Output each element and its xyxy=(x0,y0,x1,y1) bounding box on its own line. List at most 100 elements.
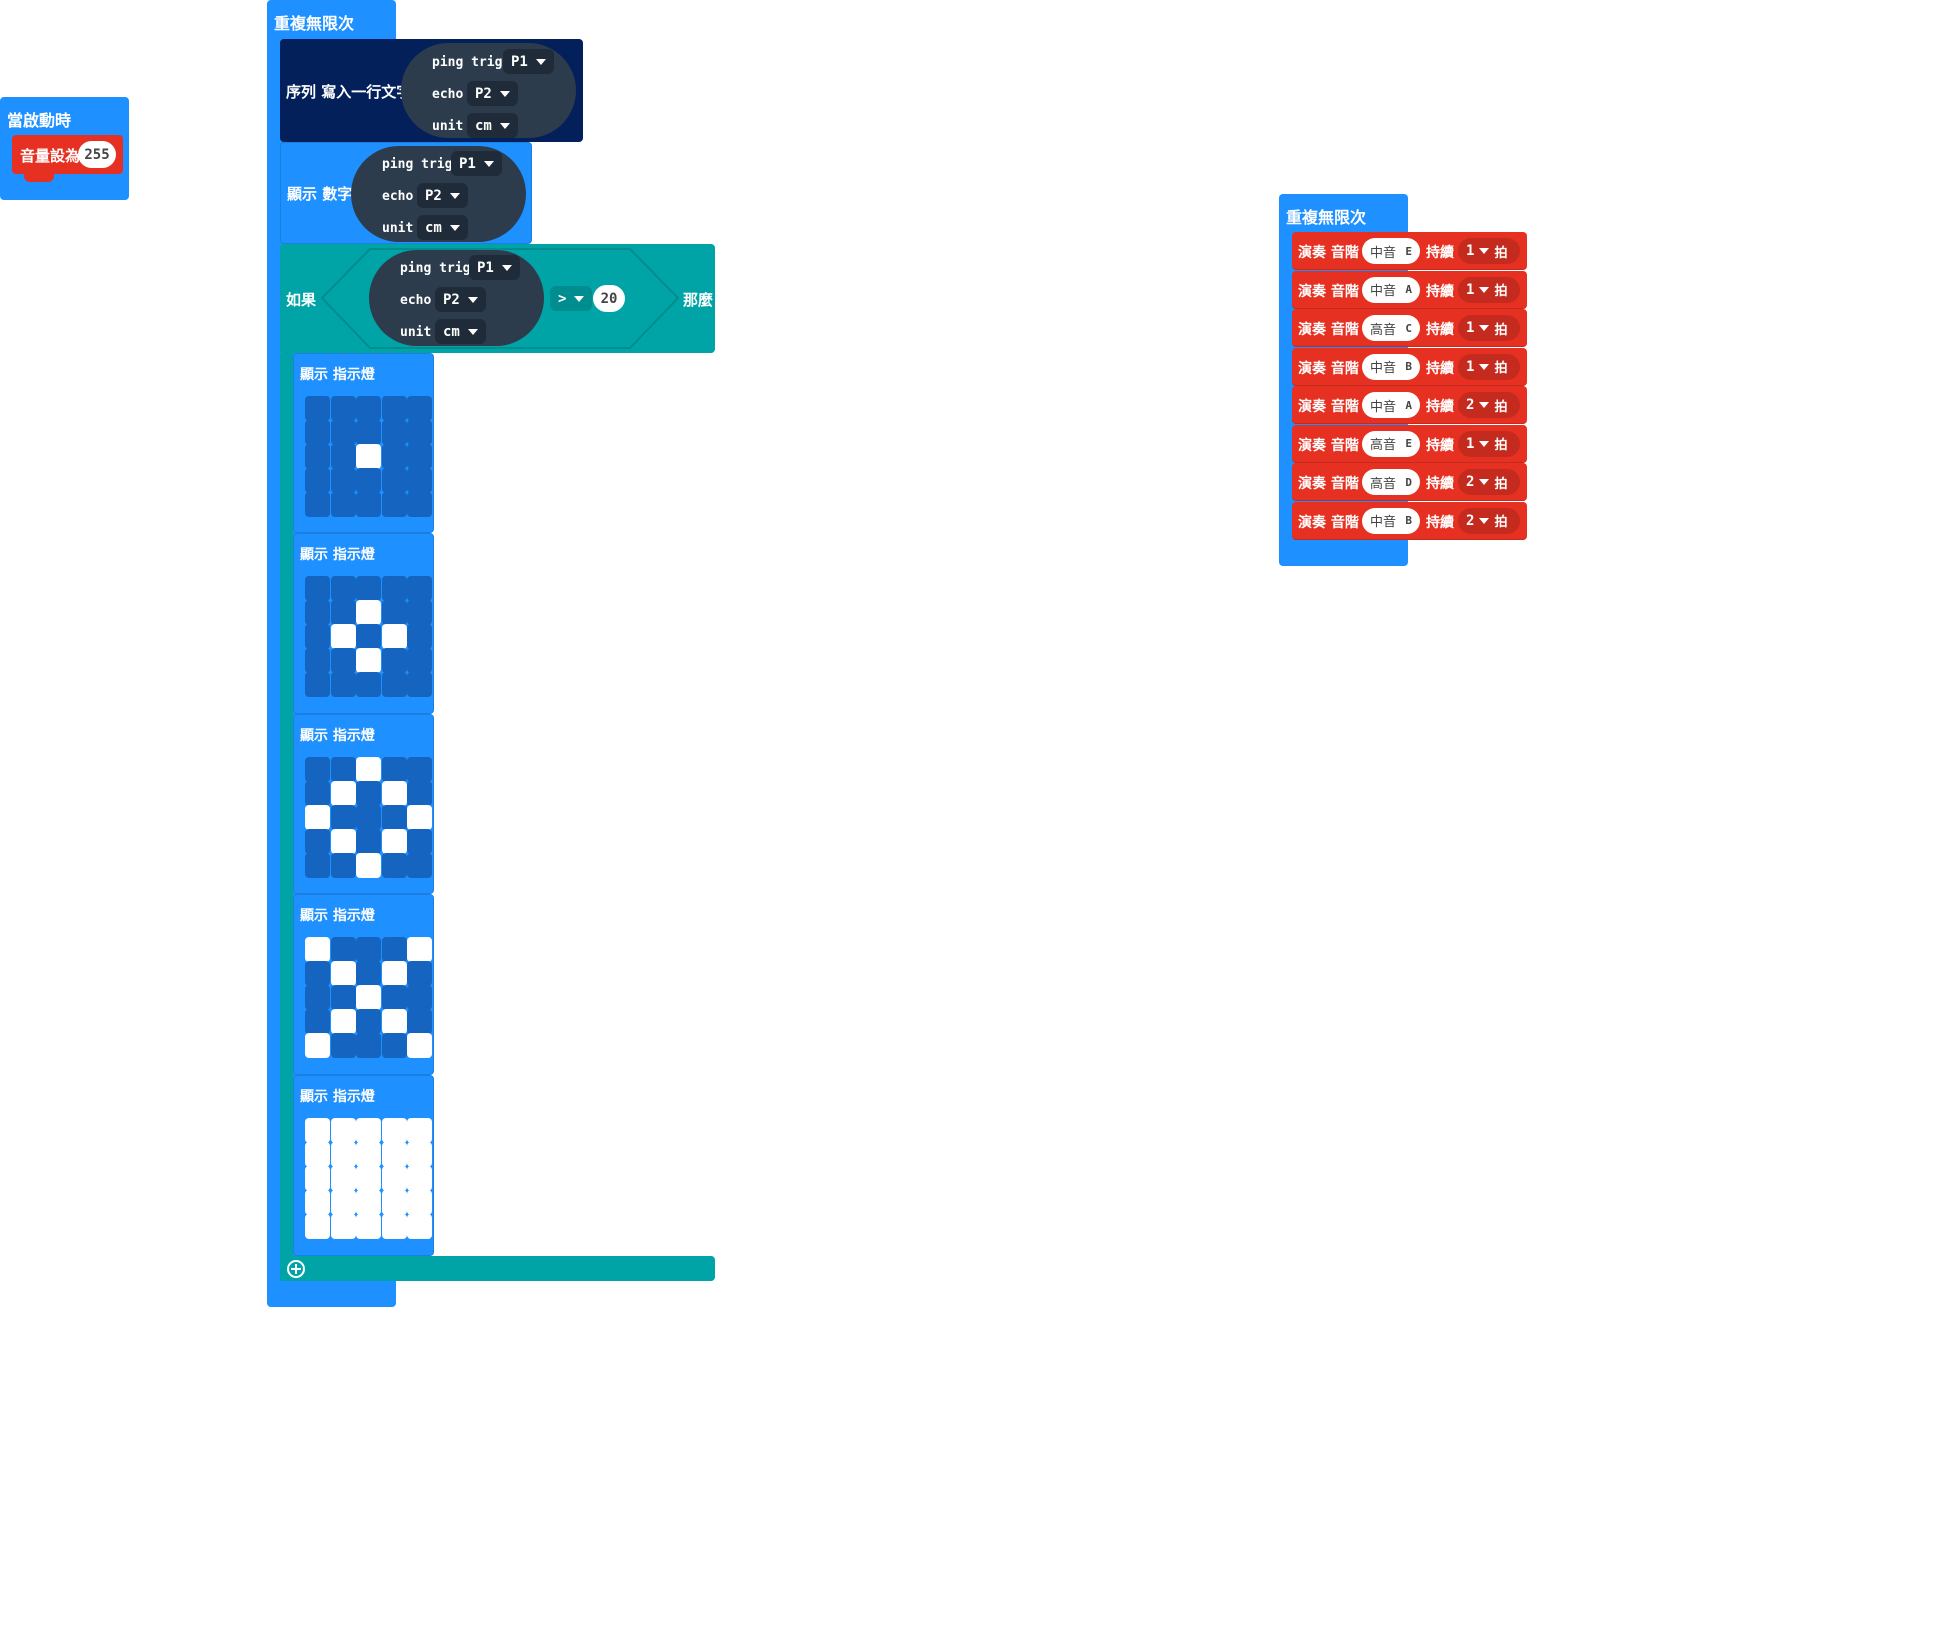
led-cell[interactable] xyxy=(407,396,433,421)
led-cell[interactable] xyxy=(407,961,433,986)
led-cell[interactable] xyxy=(330,672,356,697)
led-cell[interactable] xyxy=(305,492,330,517)
beats-dropdown[interactable]: 1 拍 xyxy=(1458,430,1520,457)
led-cell[interactable] xyxy=(381,1009,407,1034)
led-cell[interactable] xyxy=(305,1033,330,1058)
led-cell[interactable] xyxy=(330,1009,356,1034)
trig-pin-dropdown[interactable]: P1 xyxy=(469,255,520,280)
led-cell[interactable] xyxy=(305,805,330,830)
led-cell[interactable] xyxy=(330,1214,356,1239)
led-cell[interactable] xyxy=(305,985,330,1010)
led-cell[interactable] xyxy=(407,468,433,493)
play-tone-block[interactable]: 演奏 音階 中音 B 持續 2 拍 xyxy=(1292,501,1527,540)
led-cell[interactable] xyxy=(305,672,330,697)
led-cell[interactable] xyxy=(305,624,330,649)
led-cell[interactable] xyxy=(330,444,356,469)
led-cell[interactable] xyxy=(356,1166,382,1191)
led-cell[interactable] xyxy=(407,781,433,806)
beats-dropdown[interactable]: 1 拍 xyxy=(1458,353,1520,380)
note-picker[interactable]: 高音 D xyxy=(1362,469,1420,495)
led-cell[interactable] xyxy=(330,937,356,962)
echo-pin-dropdown[interactable]: P2 xyxy=(467,81,518,106)
play-tone-block[interactable]: 演奏 音階 中音 A 持續 1 拍 xyxy=(1292,270,1527,309)
led-cell[interactable] xyxy=(356,1009,382,1034)
set-volume-block[interactable]: 音量設為 255 xyxy=(12,135,123,174)
led-cell[interactable] xyxy=(356,985,382,1010)
led-cell[interactable] xyxy=(330,396,356,421)
led-cell[interactable] xyxy=(381,1142,407,1167)
led-cell[interactable] xyxy=(356,1118,382,1143)
led-cell[interactable] xyxy=(356,420,382,445)
note-picker[interactable]: 中音 B xyxy=(1362,507,1420,534)
led-cell[interactable] xyxy=(407,757,433,782)
show-leds-block[interactable]: 顯示 指示燈 xyxy=(293,533,434,714)
led-cell[interactable] xyxy=(381,444,407,469)
led-cell[interactable] xyxy=(407,1214,433,1239)
unit-dropdown[interactable]: cm xyxy=(467,113,518,138)
led-cell[interactable] xyxy=(356,937,382,962)
led-cell[interactable] xyxy=(381,1118,407,1143)
led-cell[interactable] xyxy=(381,624,407,649)
if-block[interactable]: 如果 ping trig P1 echo P2 unit cm > 20 那麼 xyxy=(280,244,715,353)
led-cell[interactable] xyxy=(381,1166,407,1191)
led-cell[interactable] xyxy=(330,420,356,445)
led-cell[interactable] xyxy=(305,468,330,493)
led-cell[interactable] xyxy=(330,961,356,986)
led-cell[interactable] xyxy=(356,1190,382,1215)
led-cell[interactable] xyxy=(330,648,356,673)
led-cell[interactable] xyxy=(305,1166,330,1191)
led-cell[interactable] xyxy=(381,1214,407,1239)
plus-circle-icon[interactable] xyxy=(286,1259,306,1279)
led-cell[interactable] xyxy=(356,1033,382,1058)
led-cell[interactable] xyxy=(381,805,407,830)
show-leds-block[interactable]: 顯示 指示燈 xyxy=(293,894,434,1075)
led-cell[interactable] xyxy=(330,829,356,854)
led-cell[interactable] xyxy=(330,1142,356,1167)
led-cell[interactable] xyxy=(381,420,407,445)
led-cell[interactable] xyxy=(330,576,356,601)
led-cell[interactable] xyxy=(381,961,407,986)
led-cell[interactable] xyxy=(356,576,382,601)
led-cell[interactable] xyxy=(381,468,407,493)
led-cell[interactable] xyxy=(381,576,407,601)
led-cell[interactable] xyxy=(407,672,433,697)
led-cell[interactable] xyxy=(356,829,382,854)
led-cell[interactable] xyxy=(305,853,330,878)
led-cell[interactable] xyxy=(407,420,433,445)
note-picker[interactable]: 中音 E xyxy=(1362,238,1420,264)
operator-dropdown[interactable]: > xyxy=(550,286,593,311)
play-tone-block[interactable]: 演奏 音階 中音 B 持續 1 拍 xyxy=(1292,347,1527,386)
led-cell[interactable] xyxy=(381,492,407,517)
led-cell[interactable] xyxy=(356,492,382,517)
led-cell[interactable] xyxy=(407,829,433,854)
led-cell[interactable] xyxy=(330,468,356,493)
led-cell[interactable] xyxy=(407,985,433,1010)
led-cell[interactable] xyxy=(305,961,330,986)
show-number-block[interactable]: 顯示 數字 ping trig P1 echo P2 unit cm xyxy=(280,142,532,244)
echo-pin-dropdown[interactable]: P2 xyxy=(435,287,486,312)
show-leds-block[interactable]: 顯示 指示燈 xyxy=(293,1075,434,1256)
led-cell[interactable] xyxy=(305,444,330,469)
led-cell[interactable] xyxy=(305,396,330,421)
led-cell[interactable] xyxy=(381,672,407,697)
led-cell[interactable] xyxy=(356,468,382,493)
if-block-footer[interactable] xyxy=(280,1256,715,1281)
led-cell[interactable] xyxy=(407,576,433,601)
led-cell[interactable] xyxy=(330,985,356,1010)
show-leds-block[interactable]: 顯示 指示燈 xyxy=(293,353,434,533)
led-cell[interactable] xyxy=(305,757,330,782)
led-cell[interactable] xyxy=(407,600,433,625)
led-cell[interactable] xyxy=(305,1214,330,1239)
led-cell[interactable] xyxy=(356,853,382,878)
led-cell[interactable] xyxy=(381,829,407,854)
led-cell[interactable] xyxy=(356,396,382,421)
note-picker[interactable]: 中音 B xyxy=(1362,353,1420,380)
led-cell[interactable] xyxy=(381,853,407,878)
unit-dropdown[interactable]: cm xyxy=(417,215,468,240)
led-cell[interactable] xyxy=(356,444,382,469)
note-picker[interactable]: 高音 C xyxy=(1362,315,1420,341)
led-cell[interactable] xyxy=(407,1190,433,1215)
led-cell[interactable] xyxy=(407,1009,433,1034)
beats-dropdown[interactable]: 2 拍 xyxy=(1458,392,1520,418)
led-cell[interactable] xyxy=(330,781,356,806)
